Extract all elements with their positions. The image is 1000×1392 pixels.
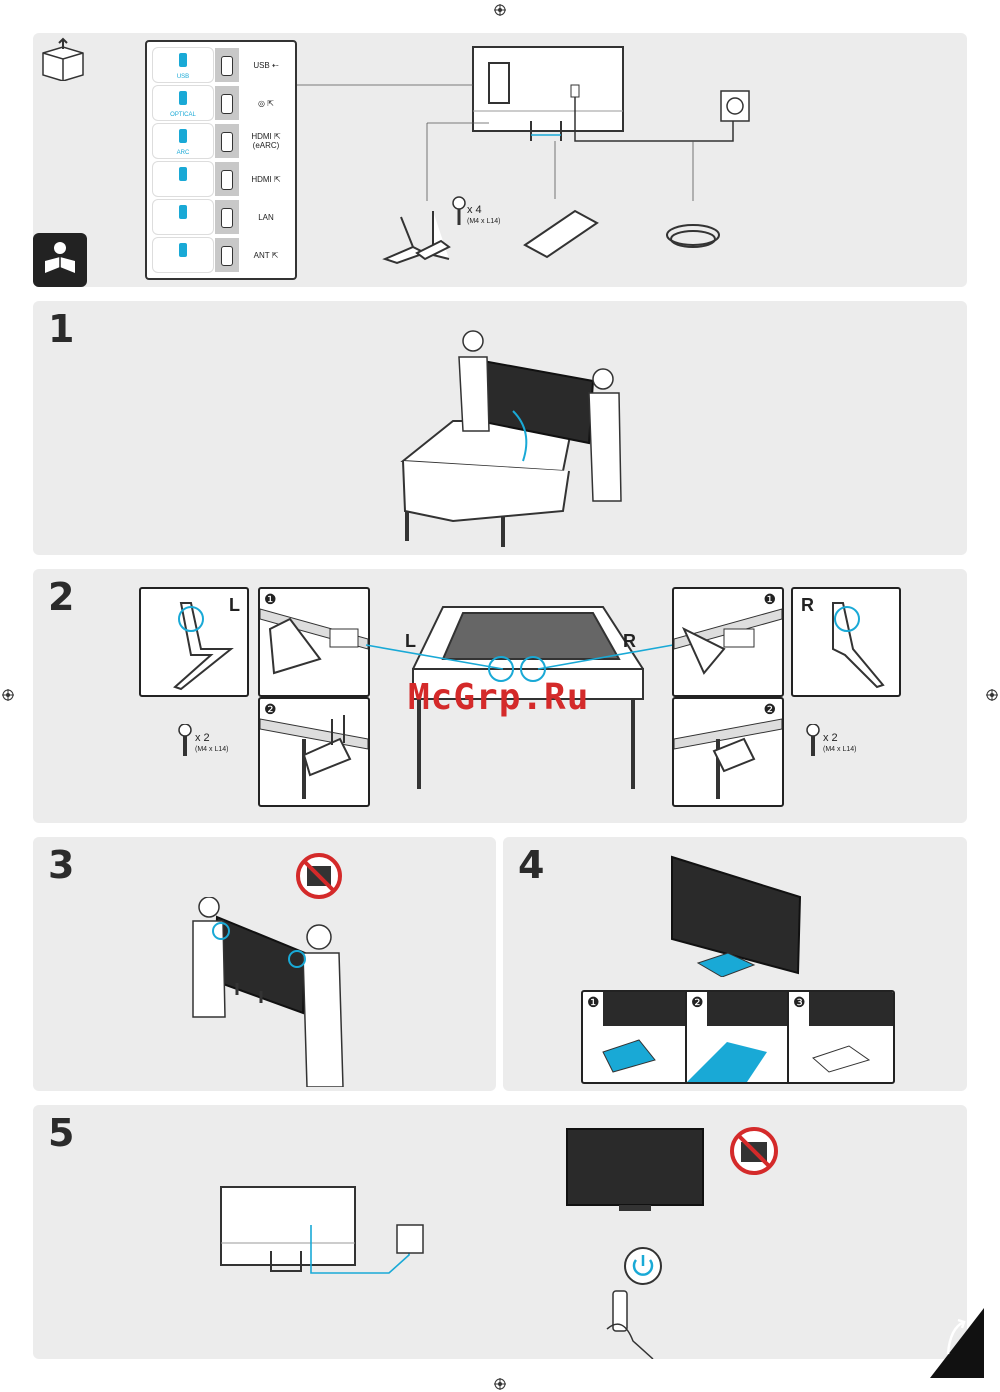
- registration-mark-icon: [494, 1378, 506, 1390]
- screw-left-icon: [178, 724, 192, 756]
- step-4-tv: [671, 855, 802, 977]
- port-row: OPTICAL ◎ ⇱: [153, 86, 289, 120]
- port-jack: [215, 162, 239, 196]
- registration-mark-icon: [986, 689, 998, 701]
- screws-main-spec: (M4 x L14): [467, 218, 501, 225]
- port-icon: [153, 238, 213, 272]
- box-icon: [42, 37, 84, 81]
- port-row: ARC HDMI ⇱ (eARC): [153, 124, 289, 158]
- step-number: 5: [48, 1111, 75, 1155]
- step-5-tv-front: [566, 1128, 704, 1211]
- right-label: R: [801, 595, 814, 615]
- step-2-connector-lines: [365, 644, 674, 670]
- port-name: USB ⇠: [253, 60, 279, 70]
- port-name: HDMI ⇱: [251, 174, 281, 184]
- step-2-panel: 2 L ❶ ❷ x 2 (M4 x L14) L R ❶ ❷ R x 2 (M4…: [33, 569, 967, 823]
- step-4-panel: 4 ❶ ❷ ❸: [503, 837, 967, 1091]
- page-turn-icon[interactable]: [930, 1308, 984, 1378]
- port-name: HDMI ⇱ (eARC): [251, 132, 281, 150]
- table-left-label: L: [405, 631, 416, 651]
- port-icon: [153, 162, 213, 196]
- step-3-panel: 3: [33, 837, 496, 1091]
- step-number: 4: [518, 843, 545, 887]
- left-step-a-box: ❶: [258, 587, 370, 697]
- registration-mark-icon: [494, 4, 506, 16]
- left-step-b-box: ❷: [258, 697, 370, 807]
- port-icon-label: ARC: [176, 150, 190, 156]
- port-jack: [215, 48, 239, 82]
- port-row: USB USB ⇠: [153, 48, 289, 82]
- port-icon-label: USB: [176, 74, 190, 80]
- port-jack: [215, 200, 239, 234]
- step-1-illustration: [400, 330, 622, 547]
- screws-left-spec: (M4 x L14): [195, 746, 229, 753]
- registration-mark-icon: [2, 689, 14, 701]
- port-icon: USB: [153, 48, 213, 82]
- power-icon[interactable]: [623, 1246, 663, 1286]
- substep-1-badge: ❶: [587, 994, 600, 1010]
- table-right-label: R: [623, 631, 636, 651]
- substep-2-badge: ❷: [264, 701, 277, 717]
- substep-2-badge: ❷: [763, 701, 776, 717]
- port-icon-label: OPTICAL: [170, 112, 196, 118]
- port-icon: [153, 200, 213, 234]
- right-stand-box: R: [791, 587, 901, 697]
- port-row: ANT ⇱: [153, 238, 289, 272]
- screws-right-spec: (M4 x L14): [823, 746, 857, 753]
- step-1-panel: 1: [33, 301, 967, 555]
- screws-left-count: x 2: [195, 732, 210, 744]
- no-touch-screen-icon: [730, 1127, 778, 1175]
- step-5-tv-back: [220, 1186, 424, 1274]
- left-stand-box: L: [139, 587, 249, 697]
- substep-1-badge: ❶: [264, 591, 277, 607]
- port-icon: ARC: [153, 124, 213, 158]
- no-touch-screen-icon: [296, 853, 342, 899]
- screws-main-count: x 4: [467, 204, 482, 216]
- right-step-b-box: ❷: [672, 697, 784, 807]
- port-row: HDMI ⇱: [153, 162, 289, 196]
- step-number: 1: [48, 307, 75, 351]
- step-3-illustration: [192, 897, 344, 1087]
- port-jack: [215, 124, 239, 158]
- port-table: USB USB ⇠ OPTICAL ◎ ⇱ ARC HDMI ⇱ (eARC) HDMI ⇱…: [145, 40, 297, 280]
- step-number: 3: [48, 843, 75, 887]
- port-jack: [215, 238, 239, 272]
- left-label: L: [229, 595, 240, 615]
- port-icon: OPTICAL: [153, 86, 213, 120]
- step-number: 2: [48, 575, 75, 619]
- right-step-a-box: ❶: [672, 587, 784, 697]
- substep-2-cell: ❷: [687, 992, 789, 1082]
- tv-back-diagram: [293, 46, 750, 265]
- substep-1-cell: ❶: [583, 992, 687, 1082]
- remote-hand: [606, 1290, 654, 1359]
- step-5-panel: 5: [33, 1105, 967, 1359]
- substep-2-badge: ❷: [691, 994, 704, 1010]
- port-name: ANT ⇱: [253, 250, 279, 260]
- substep-3-cell: ❸: [789, 992, 893, 1082]
- port-name: LAN: [258, 212, 274, 222]
- port-jack: [215, 86, 239, 120]
- port-name: ◎ ⇱: [258, 98, 274, 108]
- manual-reader-icon: [33, 233, 87, 287]
- screws-right-count: x 2: [823, 732, 838, 744]
- substep-3-badge: ❸: [793, 994, 806, 1010]
- substep-1-badge: ❶: [763, 591, 776, 607]
- step-2-table-tv: [412, 606, 644, 789]
- watermark: McGrp.Ru: [408, 677, 590, 718]
- screw-right-icon: [806, 724, 820, 756]
- step-4-substeps: ❶ ❷ ❸: [581, 990, 895, 1084]
- port-row: LAN: [153, 200, 289, 234]
